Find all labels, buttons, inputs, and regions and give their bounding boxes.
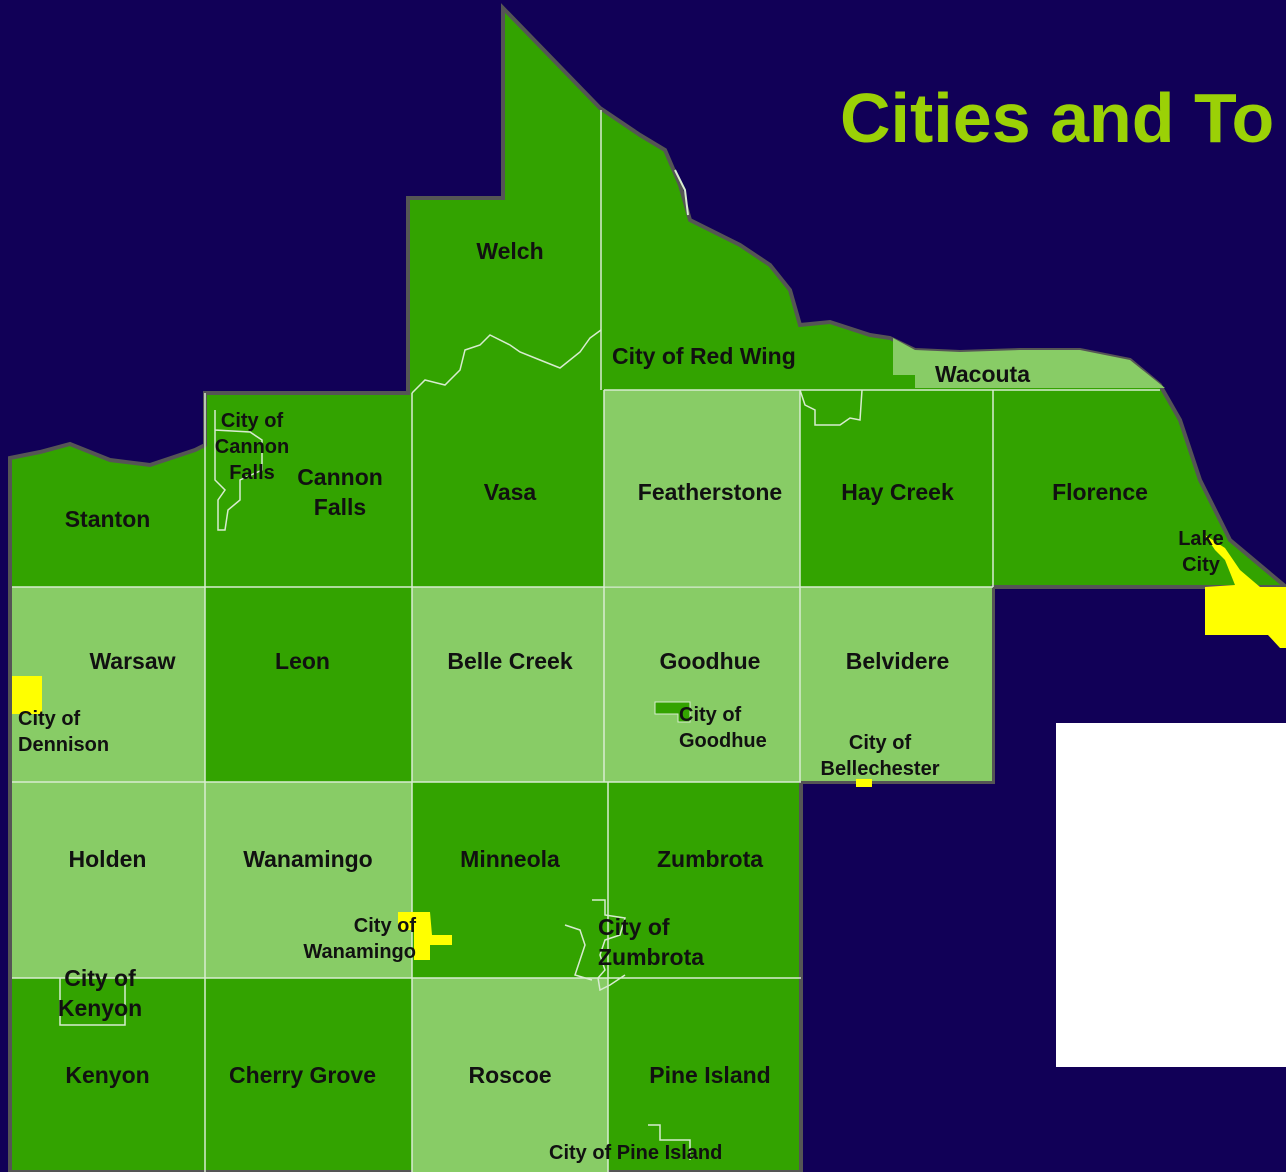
- township-vasa: Vasa: [483, 479, 537, 505]
- township-holden: Holden: [68, 846, 147, 872]
- bellechester-area: [856, 779, 872, 787]
- city-zumbrota: City of Zumbrota: [598, 914, 705, 970]
- city-dennison: City of Dennison: [18, 708, 110, 756]
- township-kenyon: Kenyon: [65, 1062, 150, 1088]
- goodhue-city-outline: [654, 701, 691, 723]
- township-minneola: Minneola: [460, 846, 560, 872]
- legend-box: [1056, 723, 1286, 1067]
- city-wanamingo: City of Wanamingo: [303, 915, 416, 963]
- city-kenyon: City of Kenyon: [57, 965, 143, 1021]
- township-belvidere: Belvidere: [845, 648, 950, 674]
- city-red-wing: City of Red Wing: [612, 343, 796, 369]
- township-belvidere-fill: [800, 587, 992, 781]
- city-goodhue: City of Goodhue: [679, 704, 767, 752]
- township-featherstone: Featherstone: [637, 479, 783, 505]
- township-stanton: Stanton: [64, 506, 151, 532]
- township-zumbrota: Zumbrota: [656, 846, 764, 872]
- township-roscoe-fill: [412, 978, 608, 1172]
- township-belle-creek-fill: [412, 587, 604, 782]
- city-pine-island: City of Pine Island: [549, 1142, 723, 1164]
- township-wacouta-fill: [893, 338, 1165, 388]
- township-wacouta: Wacouta: [935, 361, 1030, 387]
- township-leon: Leon: [275, 648, 330, 674]
- township-belle-creek: Belle Creek: [447, 648, 573, 674]
- township-featherstone-fill: [604, 390, 800, 586]
- township-holden-fill: [12, 782, 205, 978]
- city-lake-city: Lake City: [1178, 528, 1224, 576]
- township-boundaries: [12, 110, 1160, 1172]
- township-warsaw-fill: [12, 587, 205, 782]
- dennison-area: [12, 676, 42, 714]
- page-title: Cities and To: [840, 79, 1275, 157]
- township-warsaw: Warsaw: [89, 648, 176, 674]
- city-limits: [12, 535, 1286, 960]
- township-cherry-grove: Cherry Grove: [228, 1062, 376, 1088]
- city-cannon-falls: City of Cannon Falls: [214, 410, 290, 484]
- township-goodhue: Goodhue: [659, 648, 761, 674]
- township-hay-creek: Hay Creek: [841, 479, 954, 505]
- township-pine-island: Pine Island: [649, 1062, 771, 1088]
- city-bellechester: City of Bellechester: [820, 732, 940, 780]
- river-edge: [674, 169, 689, 216]
- township-roscoe: Roscoe: [468, 1062, 552, 1088]
- lake-city-area: [1205, 535, 1286, 648]
- township-welch: Welch: [476, 238, 544, 264]
- township-wanamingo: Wanamingo: [243, 846, 373, 872]
- township-florence: Florence: [1052, 479, 1148, 505]
- township-cannon-falls: Cannon Falls: [297, 464, 383, 520]
- township-wanamingo-fill: [205, 782, 412, 978]
- township-goodhue-fill: [604, 587, 800, 782]
- wanamingo-area: [398, 912, 452, 960]
